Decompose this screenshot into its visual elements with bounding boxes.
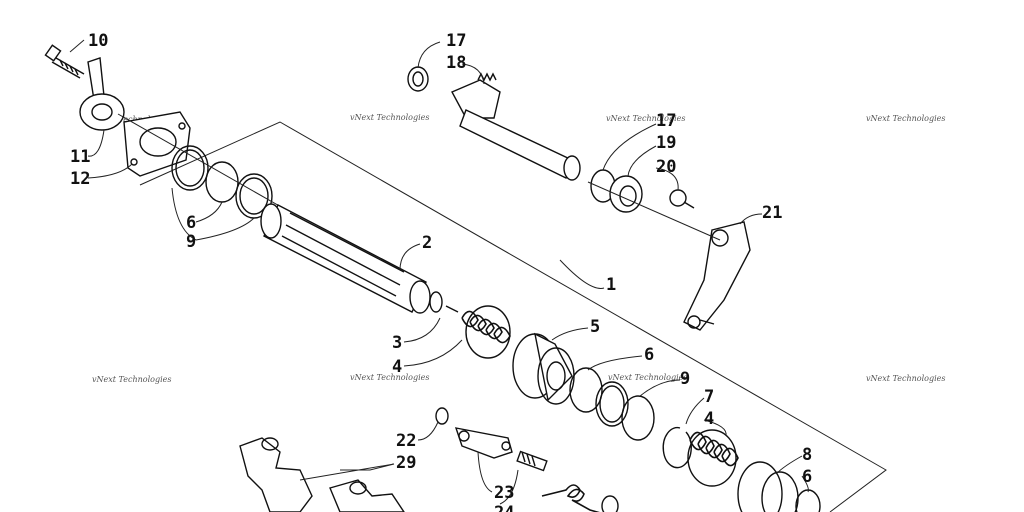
- part-12-housing: [123, 111, 191, 177]
- callout-1: 1: [606, 275, 616, 295]
- callout-6-middle: 6: [644, 345, 654, 365]
- callout-17-right: 17: [656, 111, 676, 131]
- callout-10: 10: [88, 31, 108, 51]
- callout-4-lower: 4: [704, 409, 714, 429]
- watermark-3: vNext Technologies: [606, 114, 685, 123]
- part-rings-middle: [569, 367, 655, 441]
- callout-6-left: 6: [186, 213, 196, 233]
- callout-12: 12: [70, 169, 90, 189]
- callout-29: 29: [396, 453, 416, 473]
- callout-20: 20: [656, 157, 676, 177]
- leader-lines: [69, 39, 809, 505]
- watermark-8: vNext Technologies: [866, 374, 945, 383]
- watermark-2: vNext Technologies: [350, 113, 429, 122]
- watermark-7: vNext Technologies: [608, 373, 687, 382]
- callout-7: 7: [704, 387, 714, 407]
- part-4-spring-upper: [461, 305, 511, 359]
- watermark-1: vNext Technologies: [92, 115, 171, 124]
- part-24-spring: [541, 484, 619, 512]
- part-4-spring-lower: [687, 429, 739, 487]
- part-18-shift-shaft: [451, 72, 581, 181]
- callout-4-upper: 4: [392, 357, 402, 377]
- part-stud-bolt: [516, 450, 548, 472]
- callout-21: 21: [762, 203, 782, 223]
- part-22-washer: [435, 407, 449, 425]
- callout-19: 19: [656, 133, 676, 153]
- part-19-bearing: [590, 169, 643, 213]
- watermarks: vNext Technologies vNext Technologies vN…: [92, 113, 945, 384]
- part-21-shift-arm: [683, 221, 751, 331]
- callout-6-lower: 6: [802, 467, 812, 487]
- callout-11: 11: [70, 147, 90, 167]
- part-2-shift-drum: [260, 203, 443, 314]
- part-29-shift-forks: [239, 437, 405, 512]
- callout-17-top: 17: [446, 31, 466, 51]
- watermark-4: vNext Technologies: [866, 114, 945, 123]
- part-3-pin: [445, 305, 459, 313]
- part-20-bolt: [669, 189, 695, 209]
- part-10-bolt: [44, 44, 85, 79]
- callout-24: 24: [494, 503, 514, 512]
- part-17-washer-top-inner: [412, 71, 424, 87]
- callout-8: 8: [802, 445, 812, 465]
- callout-22: 22: [396, 431, 416, 451]
- watermark-5: vNext Technologies: [92, 375, 171, 384]
- part-23-lever: [454, 427, 513, 459]
- part-17-washer-top: [407, 66, 429, 92]
- part-7-clip: [662, 426, 692, 469]
- part-8-collar: [737, 461, 821, 512]
- callout-5: 5: [590, 317, 600, 337]
- callout-9-middle: 9: [680, 369, 690, 389]
- assembly-bracket: [139, 121, 887, 512]
- callout-9-left: 9: [186, 232, 196, 252]
- callouts: 10 11 12 6 9 17 18 17 19 20 21 2 1 3 4 5…: [70, 31, 812, 512]
- callout-18: 18: [446, 53, 466, 73]
- callout-2: 2: [422, 233, 432, 253]
- part-5-collar: [512, 332, 575, 405]
- part-11-sensor: [79, 57, 125, 131]
- watermark-6: vNext Technologies: [350, 373, 429, 382]
- callout-23: 23: [494, 483, 514, 503]
- callout-3: 3: [392, 333, 402, 353]
